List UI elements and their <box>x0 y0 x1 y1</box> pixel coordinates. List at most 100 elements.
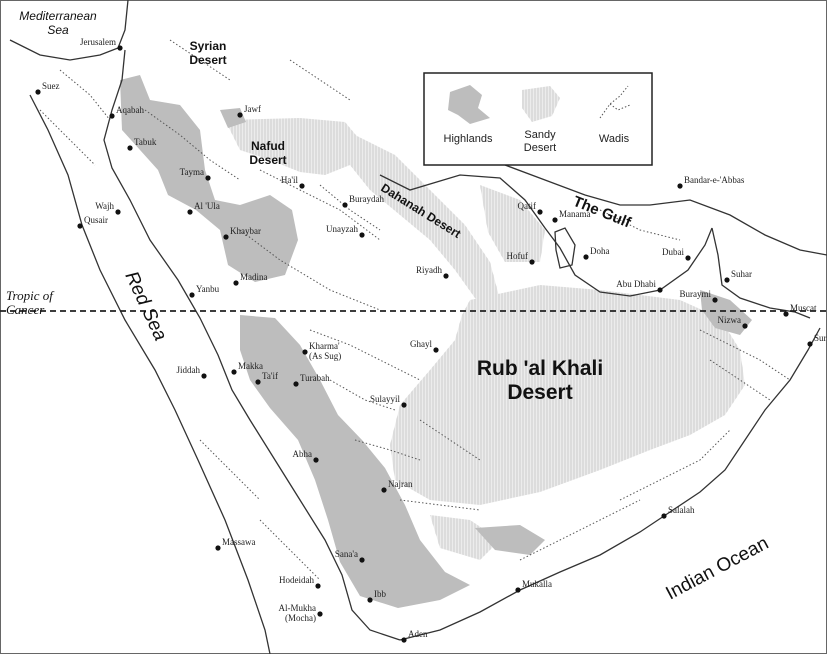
place-manama: Manama <box>552 209 591 223</box>
place-abu-dhabi: Abu Dhabi <box>616 279 663 293</box>
place-label: Qusair <box>84 215 108 225</box>
legend-label-wadis: Wadis <box>599 133 630 145</box>
place-ibb: Ibb <box>367 589 386 603</box>
place-dot <box>583 254 589 260</box>
place-dot <box>742 323 748 329</box>
place-hail: Ha'il <box>281 175 305 189</box>
hadramawt-highlands <box>475 525 545 555</box>
place-label: Sana'a <box>335 549 358 559</box>
place-dot <box>359 232 365 238</box>
place-dot <box>255 379 261 385</box>
place-label: Turabah <box>300 373 330 383</box>
place-dubai: Dubai <box>662 247 691 261</box>
place-hodeidah: Hodeidah <box>279 575 321 589</box>
place-abha: Abha <box>293 449 319 463</box>
place-dot <box>233 280 239 286</box>
place-label: Najran <box>388 479 413 489</box>
place-label: Qatif <box>518 201 537 211</box>
place-makka: Makka <box>231 361 263 375</box>
place-dot <box>299 183 305 189</box>
place-dot <box>537 209 543 215</box>
place-label: Ghayl <box>410 339 432 349</box>
place-label: Abu Dhabi <box>616 279 656 289</box>
sandy-desert-areas <box>225 118 745 560</box>
asir-highlands <box>240 315 470 608</box>
place-dot <box>433 347 439 353</box>
place-dot <box>293 381 299 387</box>
place-tabuk: Tabuk <box>127 137 157 151</box>
place-label: Mukalla <box>522 579 552 589</box>
place-label: Hofuf <box>507 251 529 261</box>
place-dot <box>342 202 348 208</box>
place-dot <box>187 209 193 215</box>
place-dot <box>677 183 683 189</box>
place-label: Al-Mukha(Mocha) <box>279 603 317 623</box>
place-dot <box>237 112 243 118</box>
place-wajh: Wajh <box>95 201 121 215</box>
place-buraymi: Buraymi <box>680 289 718 303</box>
place-suez: Suez <box>35 81 60 95</box>
place-dot <box>302 349 308 355</box>
place-jerusalem: Jerusalem <box>80 37 123 51</box>
place-jiddah: Jiddah <box>177 365 207 379</box>
place-najran: Najran <box>381 479 413 493</box>
place-label: Aqabah <box>116 105 144 115</box>
place-ghayl: Ghayl <box>410 339 439 353</box>
place-label: Dubai <box>662 247 684 257</box>
oman-coast <box>711 227 811 319</box>
place-massawa: Massawa <box>215 537 256 551</box>
sinai-coast <box>9 0 129 61</box>
place-hofuf: Hofuf <box>507 251 535 265</box>
place-dot <box>117 45 123 51</box>
east-sand <box>480 185 545 262</box>
legend-highlands-swatch <box>448 85 490 124</box>
place-dot <box>223 234 229 240</box>
place-dot <box>231 369 237 375</box>
red-sea-east-coast <box>103 49 401 641</box>
place-madina: Madina <box>233 272 268 286</box>
place-dot <box>783 311 789 317</box>
yemen-sand <box>430 515 500 560</box>
place-kharma: Kharma'(As Sug) <box>302 341 341 361</box>
place-dot <box>215 545 221 551</box>
place-label: Wajh <box>95 201 114 211</box>
place-dot <box>201 373 207 379</box>
place-label: Al 'Ula <box>194 201 220 211</box>
place-dot <box>317 611 323 617</box>
place-label: Jawf <box>244 104 261 114</box>
highland-areas <box>120 75 752 608</box>
wadi-network <box>39 39 791 581</box>
place-dot <box>381 487 387 493</box>
nafud-sand <box>225 118 360 175</box>
south-coast <box>399 327 821 641</box>
place-label: Ibb <box>374 589 386 599</box>
place-label: Salalah <box>668 505 695 515</box>
place-label: Sur <box>814 333 827 343</box>
gulf-west-coast <box>379 174 713 297</box>
place-label: Muscat <box>790 303 817 313</box>
place-sulayyil: Sulayyil <box>370 394 407 408</box>
place-buraydah: Buraydah <box>342 194 384 208</box>
place-dot <box>657 287 663 293</box>
red-sea-west-coast <box>29 94 271 654</box>
iran-coast <box>504 164 827 256</box>
place-label: Tayma <box>180 167 204 177</box>
place-dot <box>807 341 813 347</box>
place-label: Ta'if <box>262 371 278 381</box>
place-salalah: Salalah <box>661 505 695 519</box>
place-qatif: Qatif <box>518 201 543 215</box>
place-dot <box>77 223 83 229</box>
place-aden: Aden <box>401 629 428 643</box>
place-label: Buraydah <box>349 194 384 204</box>
place-jawf: Jawf <box>237 104 261 118</box>
place-al-ula: Al 'Ula <box>187 201 220 215</box>
place-dot <box>313 457 319 463</box>
place-doha: Doha <box>583 246 610 260</box>
place-dot <box>315 583 321 589</box>
